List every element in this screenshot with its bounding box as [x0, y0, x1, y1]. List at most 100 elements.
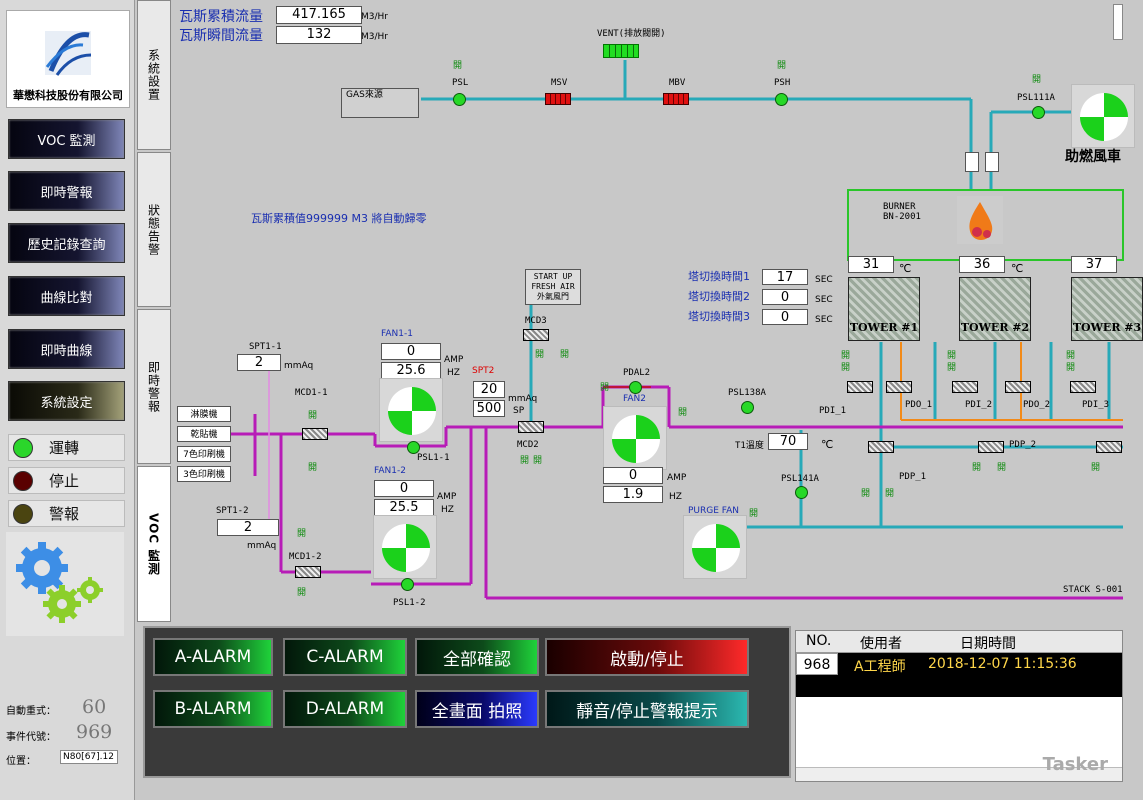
gas-line-box-2: [985, 152, 999, 172]
spt1-1-label: SPT1-1: [249, 342, 282, 352]
c-alarm-button[interactable]: C-ALARM: [283, 638, 407, 676]
tab-voc-monitor[interactable]: VOC 監測: [137, 466, 171, 622]
tower1-purge-state-1: 開: [861, 489, 871, 499]
table-row[interactable]: 968 A工程師 2018-12-07 11:15:36: [796, 653, 1122, 697]
tower2-temp: 36: [959, 256, 1005, 273]
mcd1-1-label: MCD1-1: [295, 388, 328, 398]
gas-line-box-1: [965, 152, 979, 172]
psl1-1-label: PSL1-1: [417, 453, 450, 463]
tower2-purge-state-1: 開: [972, 463, 982, 473]
psl1-2-label: PSL1-2: [393, 598, 426, 608]
fresh-air-box: START UP FRESH AIR 外氣風門: [525, 269, 581, 305]
switch-time-3-label: 塔切換時間3: [688, 310, 750, 323]
msv-valve: [545, 93, 571, 105]
gas-total-label: 瓦斯累積流量: [179, 9, 263, 25]
tab-system-setup[interactable]: 系統設置: [137, 0, 171, 150]
tab-realtime-alarm-label: 即時警報: [146, 360, 161, 413]
fan2-label: FAN2: [623, 394, 646, 404]
position-field[interactable]: N80[67].12: [60, 750, 118, 764]
event-log-table: NO. 使用者 日期時間 968 A工程師 2018-12-07 11:15:3…: [795, 630, 1123, 782]
company-logo: 華懋科技股份有限公司: [6, 10, 130, 108]
fan1-1-amp-value: 0: [381, 343, 441, 360]
pdp-1-label: PDP_1: [899, 472, 927, 482]
gas-reset-note: 瓦斯累積值999999 M3 將自動歸零: [251, 212, 427, 225]
tower-3-label: TOWER #3: [1072, 321, 1142, 334]
fan2-amp-unit: AMP: [667, 473, 687, 483]
spt1-1-unit: mmAq: [284, 361, 314, 371]
combustion-fan-label: 助燃風車: [1065, 149, 1121, 165]
tower2-temp-unit: ℃: [1011, 262, 1024, 275]
tower3-state-2: 開: [1066, 363, 1076, 373]
tower-1-label: TOWER #1: [849, 321, 919, 334]
process-diagram: 瓦斯累積流量 417.165 M3/Hr 瓦斯瞬間流量 132 M3/Hr 瓦斯…: [171, 0, 1143, 622]
confirm-all-button[interactable]: 全部確認: [415, 638, 539, 676]
nav-realtime-alarm[interactable]: 即時警報: [8, 171, 125, 211]
tower1-purge-state-2: 開: [885, 489, 895, 499]
switch-time-1-value: 17: [762, 269, 808, 285]
vertical-tabs: 系統設置 狀態告警 即時警報 VOC 監測: [137, 0, 171, 622]
logo-icon: [45, 31, 92, 76]
psl111a-indicator: [1032, 106, 1045, 119]
position-label: 位置：: [6, 756, 36, 767]
spt1-2-unit: mmAq: [247, 541, 277, 551]
tower2-state-1: 開: [947, 351, 957, 361]
log-row-user: A工程師: [854, 659, 906, 675]
d-alarm-button[interactable]: D-ALARM: [283, 690, 407, 728]
log-header-no: NO.: [806, 633, 832, 649]
nav-realtime-curve[interactable]: 即時曲線: [8, 329, 125, 369]
fan1-1-icon: [388, 387, 436, 435]
mcd3-state-2: 開: [560, 350, 570, 360]
tower3-purge-damper: [1096, 441, 1122, 453]
start-stop-button[interactable]: 啟動/停止: [545, 638, 749, 676]
nav-history-query[interactable]: 歷史記錄查詢: [8, 223, 125, 263]
tower1-purge-damper: [868, 441, 894, 453]
tab-status-alarm[interactable]: 狀態告警: [137, 152, 171, 307]
fan1-2-amp-value: 0: [374, 480, 434, 497]
nav-system-settings[interactable]: 系統設定: [8, 381, 125, 421]
spt1-2-value: 2: [217, 519, 279, 536]
stack-label: STACK S-001: [1063, 585, 1123, 595]
a-alarm-button[interactable]: A-ALARM: [153, 638, 273, 676]
mcd1-1-state-1: 開: [308, 411, 318, 421]
mcd1-2-label: MCD1-2: [289, 552, 322, 562]
fan1-1-label: FAN1-1: [381, 329, 413, 339]
status-alarm: 警報: [8, 500, 125, 527]
spt1-1-value: 2: [237, 354, 281, 371]
mute-alarm-button[interactable]: 靜音/停止警報提示: [545, 690, 749, 728]
tower-3: TOWER #3: [1071, 277, 1143, 341]
psl1-1-indicator: [407, 441, 420, 454]
b-alarm-button[interactable]: B-ALARM: [153, 690, 273, 728]
tower-2-label: TOWER #2: [960, 321, 1030, 334]
mcd3-state-1: 開: [535, 350, 545, 360]
pdo-2-label: PDO_2: [1023, 400, 1051, 410]
psh-state: 開: [777, 61, 787, 71]
snapshot-button[interactable]: 全畫面 拍照: [415, 690, 539, 728]
purge-fan-label: PURGE FAN: [688, 506, 740, 516]
nav-voc-monitor[interactable]: VOC 監測: [8, 119, 125, 159]
fan1-2-hz-value: 25.5: [374, 499, 434, 516]
combustion-fan-icon: [1080, 93, 1128, 141]
gas-instant-label: 瓦斯瞬間流量: [179, 28, 263, 44]
mcd3-label: MCD3: [525, 316, 547, 326]
mcd1-1-state-2: 開: [308, 463, 318, 473]
log-header-user: 使用者: [860, 636, 902, 652]
tab-realtime-alarm[interactable]: 即時警報: [137, 309, 171, 464]
tower3-temp: 37: [1071, 256, 1117, 273]
gas-instant-unit: M3/Hr: [361, 32, 388, 42]
mbv-valve: [663, 93, 689, 105]
spt2-value-1: 20: [473, 381, 505, 398]
psl-state: 開: [453, 61, 463, 71]
tower1-state-1: 開: [841, 351, 851, 361]
pdal2-state: 開: [600, 383, 610, 393]
nav-curve-compare[interactable]: 曲線比對: [8, 276, 125, 316]
switch-time-1-label: 塔切換時間1: [688, 270, 750, 283]
machine-2: 乾貼機: [177, 426, 231, 442]
mcd1-2-state-1: 開: [297, 529, 307, 539]
tower3-purge-state-1: 開: [1091, 463, 1101, 473]
spt2-value-2: 500: [473, 400, 505, 417]
horizontal-scrollbar[interactable]: [796, 767, 1122, 781]
switch-time-2-value: 0: [762, 289, 808, 305]
status-running: 運轉: [8, 434, 125, 461]
fan2: [603, 406, 667, 470]
fan1-2-amp-unit: AMP: [437, 492, 457, 502]
